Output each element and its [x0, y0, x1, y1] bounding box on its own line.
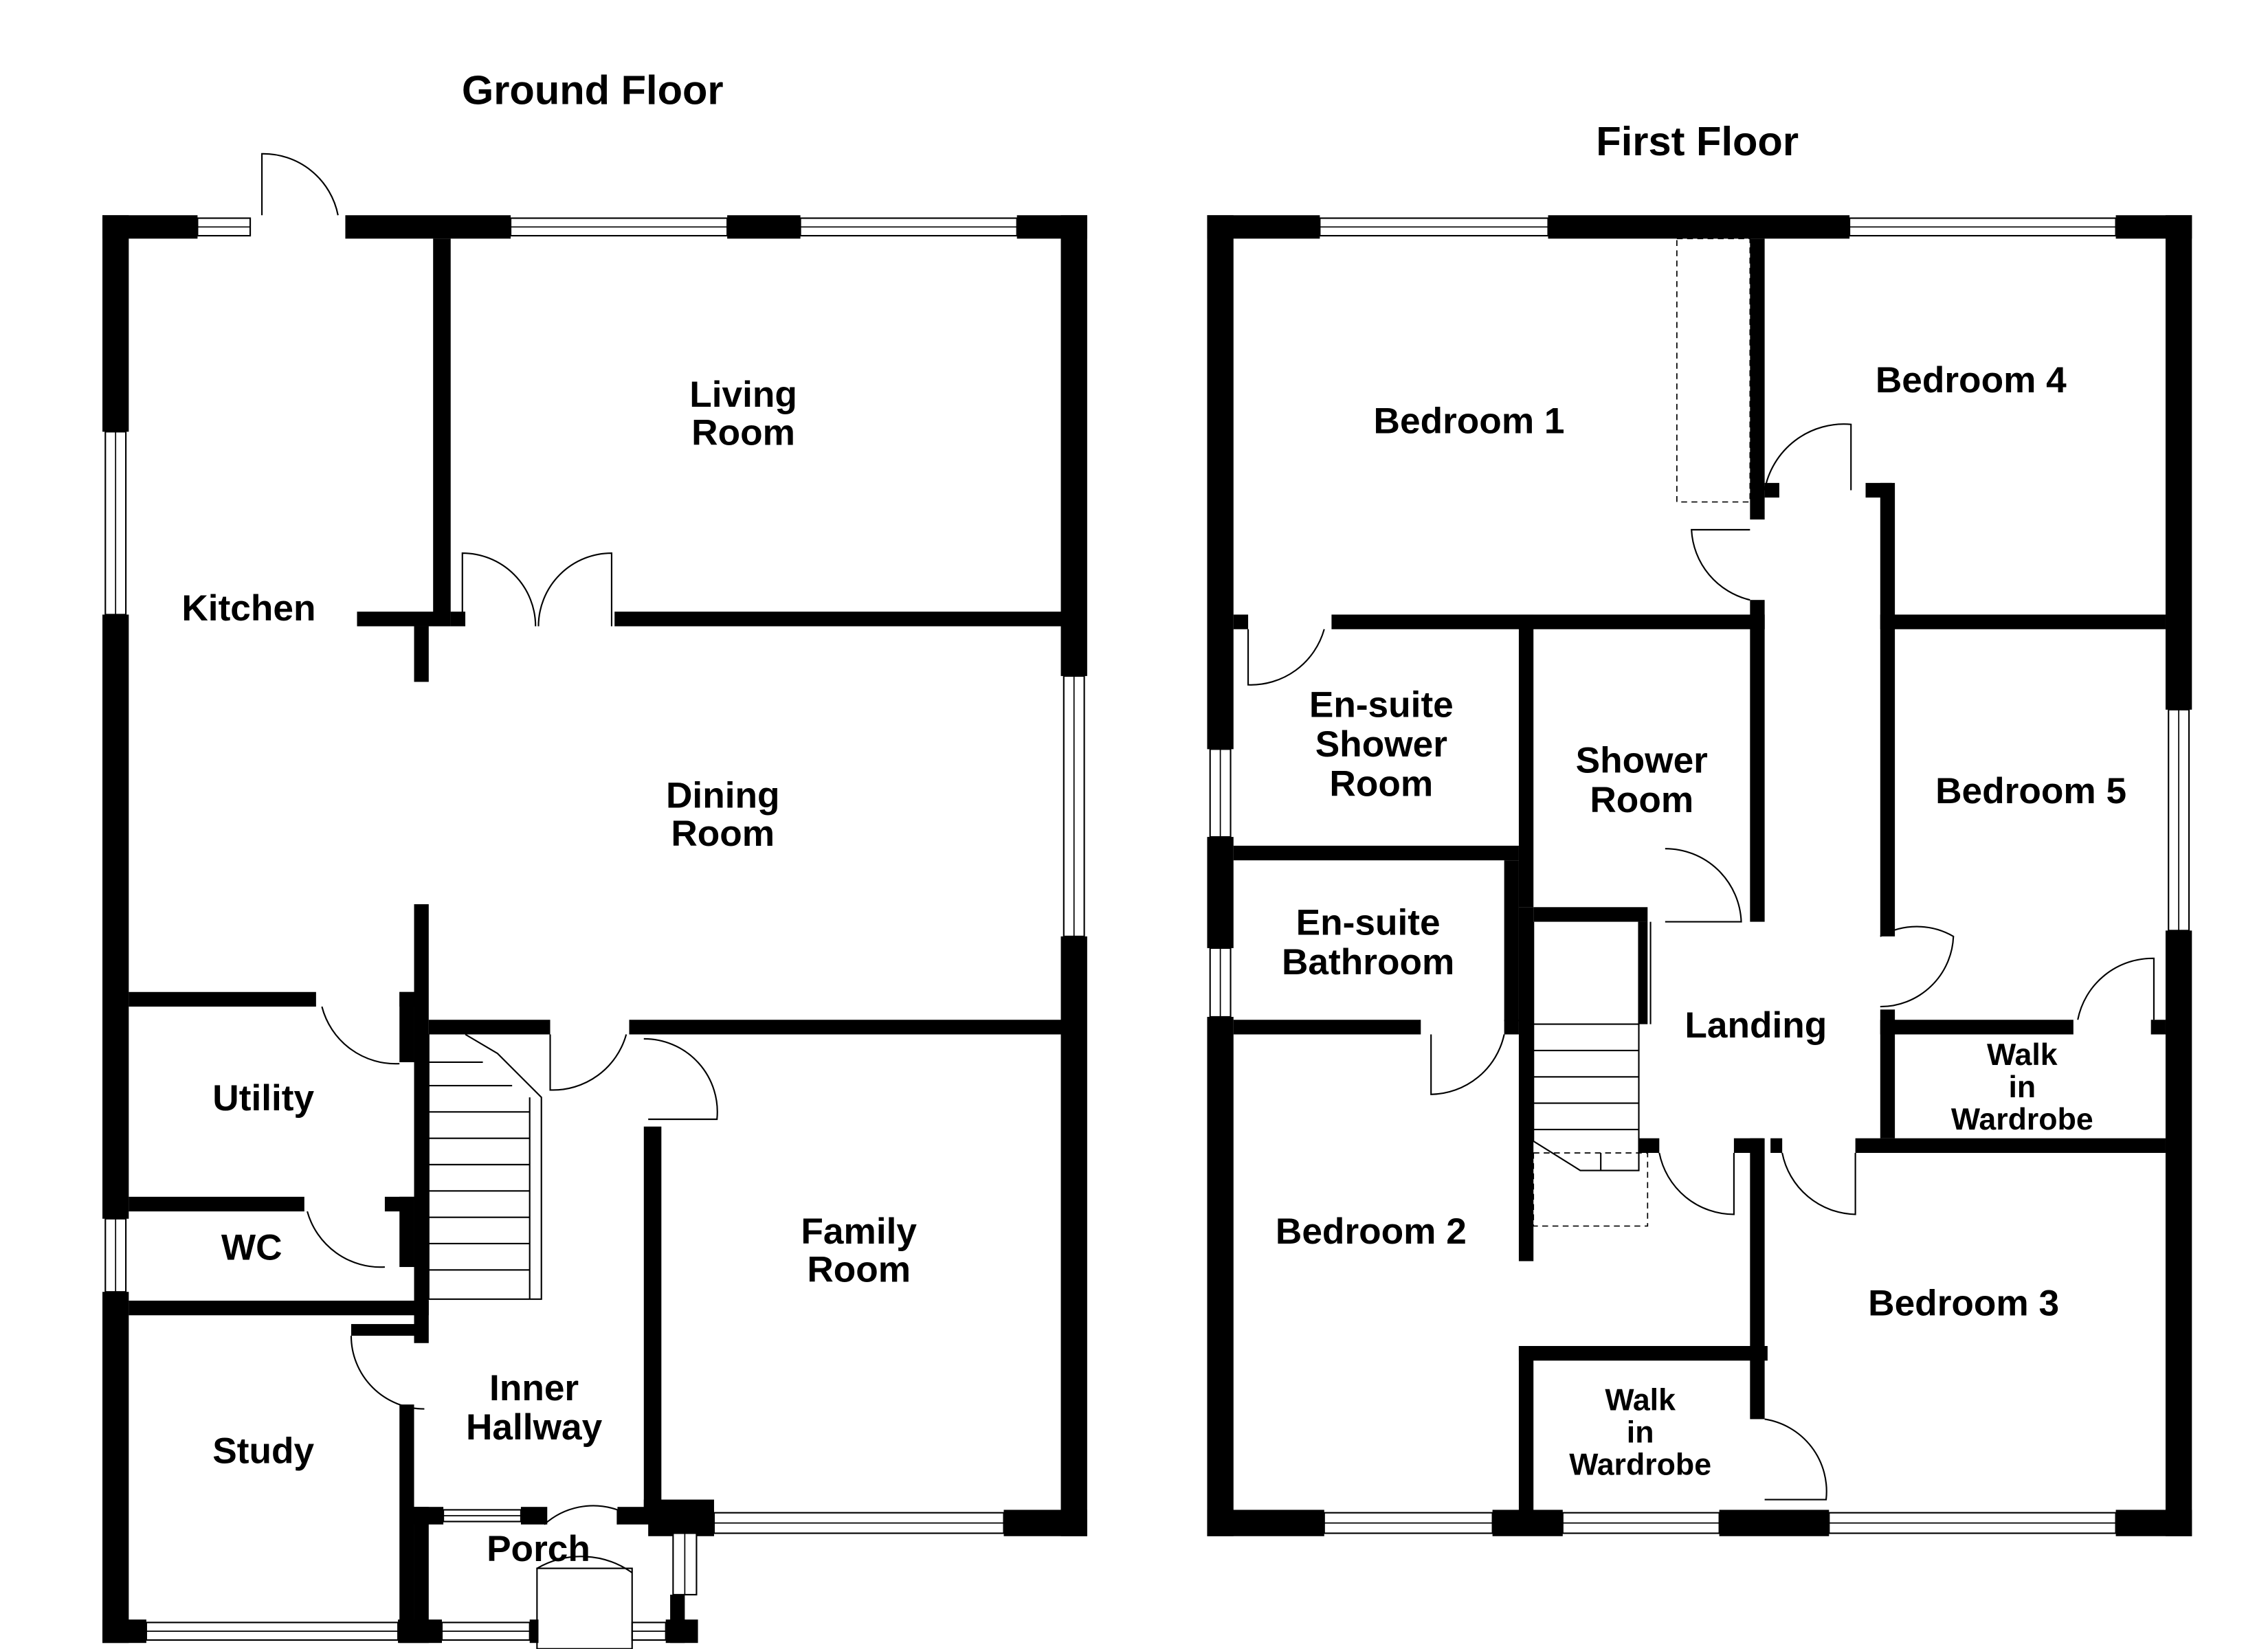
- room-label-walk-in-wardrobe-2-3: Wardrobe: [1569, 1448, 1711, 1481]
- first-floor-walls: [1207, 215, 2192, 1536]
- room-label-ensuite-bathroom: En-suite: [1296, 903, 1441, 943]
- ground-room-labels: Kitchen Living Room Dining Room Utility …: [181, 374, 917, 1569]
- ground-floor-walls: [102, 215, 1087, 1644]
- room-label-family-2: Room: [807, 1249, 911, 1290]
- room-label-living-2: Room: [691, 413, 795, 453]
- room-label-ensuite-shower: En-suite: [1309, 685, 1454, 726]
- room-label-inner-hallway-2: Hallway: [466, 1407, 603, 1448]
- room-label-bedroom-4: Bedroom 4: [1876, 360, 2067, 401]
- ground-floor-title: Ground Floor: [462, 67, 724, 113]
- room-label-shower-room: Shower: [1576, 740, 1708, 781]
- room-label-shower-room-2: Room: [1590, 780, 1693, 820]
- room-label-ensuite-shower-3: Room: [1329, 763, 1433, 804]
- ground-stairs: [427, 1033, 542, 1300]
- room-label-family: Family: [801, 1211, 917, 1252]
- bedroom-1-fitted-wardrobe: [1676, 238, 1751, 503]
- room-label-landing: Landing: [1685, 1005, 1827, 1046]
- room-label-living: Living: [689, 374, 797, 415]
- room-label-walk-in-wardrobe-2: Walk: [1605, 1384, 1676, 1417]
- room-label-bedroom-5: Bedroom 5: [1935, 771, 2126, 811]
- ground-floor-windows: [104, 217, 1085, 1641]
- room-label-porch: Porch: [487, 1529, 590, 1569]
- room-label-ensuite-shower-2: Shower: [1315, 724, 1447, 765]
- room-label-dining-2: Room: [671, 814, 775, 854]
- room-label-utility: Utility: [212, 1078, 314, 1119]
- room-label-walk-in-wardrobe-1-2: in: [2008, 1070, 2036, 1104]
- first-room-labels: Bedroom 1 Bedroom 4 En-suite Shower Room…: [1276, 360, 2126, 1481]
- first-stairs: [1533, 921, 1652, 1171]
- room-label-bedroom-1: Bedroom 1: [1374, 401, 1565, 441]
- room-label-walk-in-wardrobe-1-3: Wardrobe: [1951, 1103, 2093, 1136]
- room-label-walk-in-wardrobe-2-2: in: [1627, 1416, 1654, 1450]
- room-label-bedroom-3: Bedroom 3: [1868, 1283, 2059, 1323]
- room-label-ensuite-bathroom-2: Bathroom: [1282, 942, 1454, 983]
- room-label-wc: WC: [221, 1227, 282, 1268]
- room-label-walk-in-wardrobe-1: Walk: [1987, 1038, 2058, 1072]
- first-stairs-landing-outline: [1533, 1152, 1649, 1227]
- room-label-bedroom-2: Bedroom 2: [1276, 1211, 1467, 1252]
- room-label-dining: Dining: [666, 776, 780, 816]
- first-floor-title: First Floor: [1596, 118, 1799, 164]
- room-label-study: Study: [212, 1431, 314, 1471]
- first-floor-doors: [1247, 423, 2155, 1501]
- room-label-kitchen: Kitchen: [181, 588, 315, 629]
- room-label-inner-hallway: Inner: [489, 1368, 579, 1409]
- ground-floor-doors: [261, 153, 718, 1649]
- first-floor-windows: [1209, 217, 2190, 1534]
